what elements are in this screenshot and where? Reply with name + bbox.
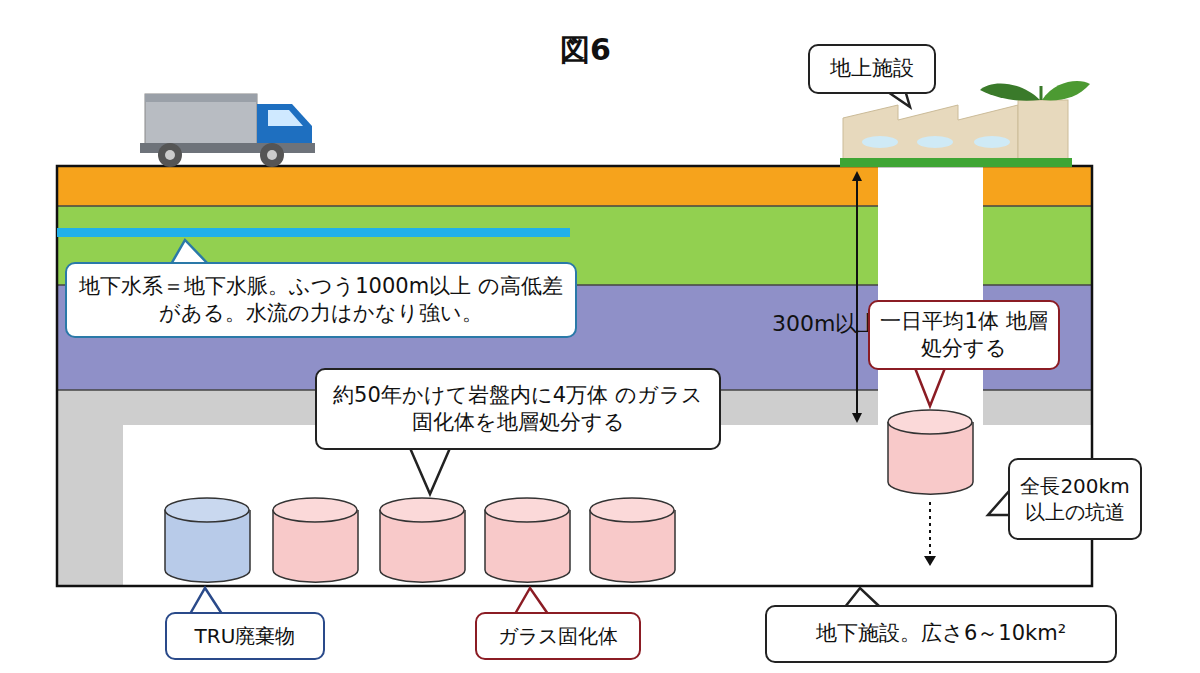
callout-bubble: 約50年かけて岩盤内に4万体 のガラス固化体を地層処分する <box>315 368 721 450</box>
dimension-label: 300m以上 <box>772 309 879 339</box>
callout-text: 約50年かけて岩盤内に4万体 のガラス固化体を地層処分する <box>327 382 709 437</box>
callout-bubble: 全長200km 以上の坑道 <box>1008 458 1142 540</box>
callout-bubble: TRU廃棄物 <box>165 612 325 660</box>
callout-text: 全長200km 以上の坑道 <box>1020 473 1130 525</box>
figure-title: 図6 <box>560 30 611 71</box>
callout-text: ガラス固化体 <box>498 623 618 649</box>
callout-text: TRU廃棄物 <box>195 623 296 649</box>
callout-bubble: 地下水系＝地下水脈。ふつう1000m以上 の高低差がある。水流の力はかなり強い。 <box>65 262 577 338</box>
callout-text: 地下施設。広さ6～10km² <box>816 620 1066 647</box>
callout-text: 一日平均1体 地層処分する <box>880 308 1048 363</box>
callout-bubble: 一日平均1体 地層処分する <box>868 300 1060 370</box>
callout-bubble: ガラス固化体 <box>475 612 641 660</box>
callout-bubble: 地上施設 <box>808 44 936 94</box>
callout-bubble: 地下施設。広さ6～10km² <box>765 605 1117 663</box>
callout-text: 地上施設 <box>830 55 914 82</box>
callout-text: 地下水系＝地下水脈。ふつう1000m以上 の高低差がある。水流の力はかなり強い。 <box>77 273 565 328</box>
